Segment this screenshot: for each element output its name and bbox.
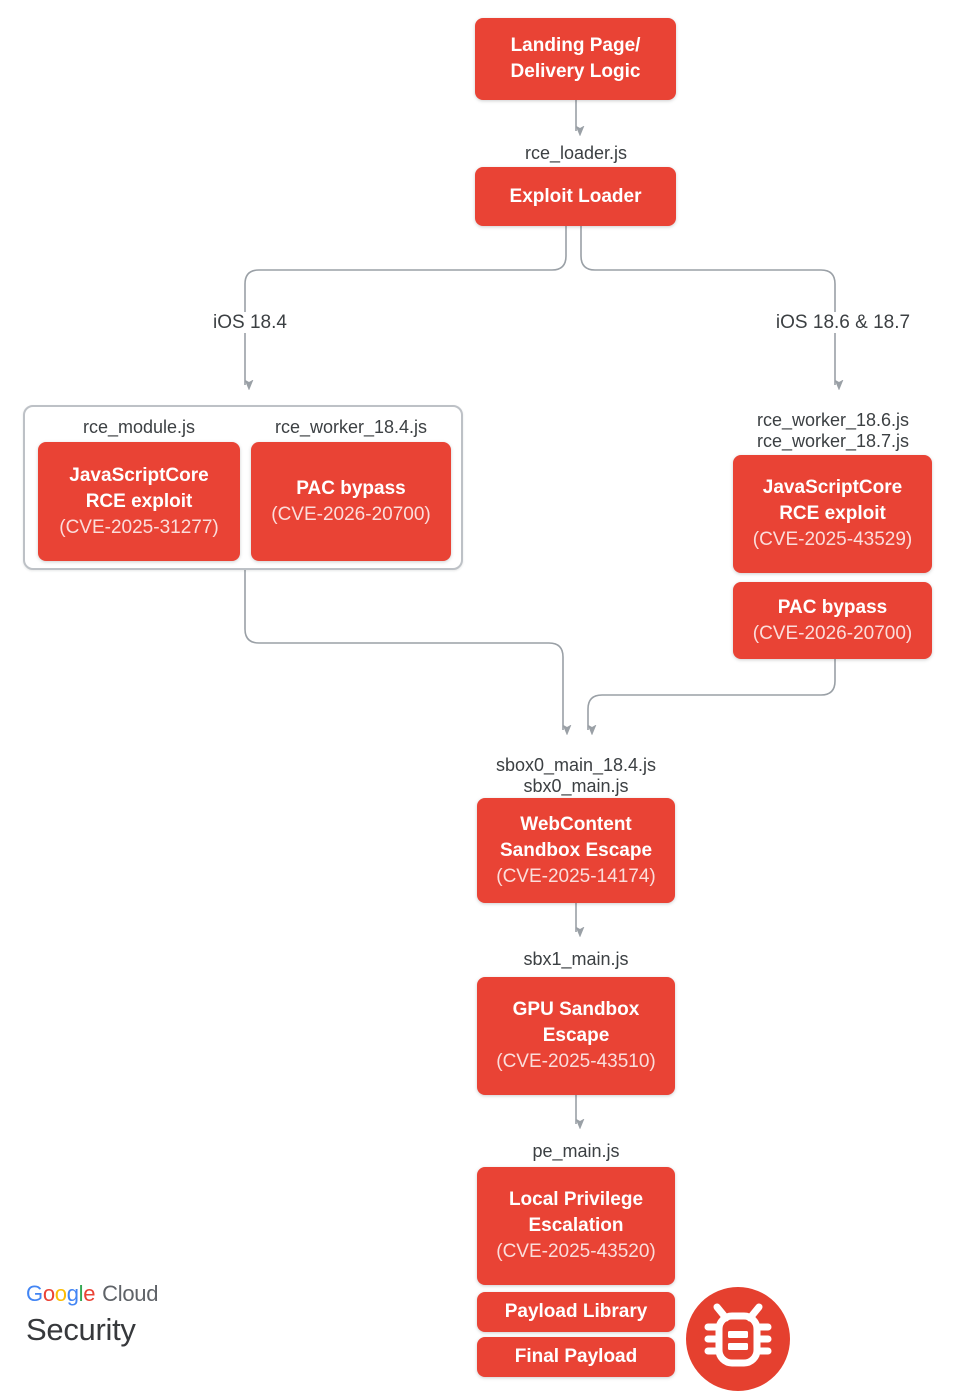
node-gpu-sandbox-escape: GPU Sandbox Escape (CVE-2025-43510)	[477, 977, 675, 1095]
node-title-line: Exploit Loader	[509, 185, 642, 207]
node-title-line: WebContent	[520, 813, 632, 835]
node-title-line: RCE exploit	[779, 503, 886, 524]
node-cve-line: (CVE-2026-20700)	[271, 503, 431, 525]
node-jsc-rce-exploit-18-6: JavaScriptCore RCE exploit (CVE-2025-435…	[733, 455, 932, 573]
node-exploit-loader: Exploit Loader	[475, 167, 676, 226]
file-label-rce-worker-18-6: rce_worker_18.6.js	[756, 410, 910, 430]
file-label-rce-loader: rce_loader.js	[524, 143, 628, 163]
node-cve-line: (CVE-2025-31277)	[59, 516, 219, 538]
file-label-pe-main: pe_main.js	[532, 1141, 620, 1161]
node-cve-line: (CVE-2026-20700)	[752, 622, 913, 644]
node-webcontent-sandbox-escape: WebContent Sandbox Escape (CVE-2025-1417…	[477, 798, 675, 903]
node-title-line: Local Privilege	[508, 1189, 644, 1210]
node-title-line: Escalation	[528, 1215, 624, 1236]
node-pac-bypass-18-4: PAC bypass (CVE-2026-20700)	[251, 442, 451, 561]
file-label-sbx0-main: sbx0_main.js	[523, 776, 629, 796]
node-title-line: PAC bypass	[777, 596, 888, 618]
node-pac-bypass-18-6: PAC bypass (CVE-2026-20700)	[733, 582, 932, 659]
node-title-line: PAC bypass	[296, 477, 406, 499]
arrow-group-to-sandbox	[244, 570, 563, 730]
node-local-privilege-escalation: Local Privilege Escalation (CVE-2025-435…	[477, 1167, 675, 1285]
node-title-line: JavaScriptCore	[762, 477, 903, 498]
arrow-loader-to-ios184	[244, 226, 567, 385]
google-logo-word: Google	[26, 1281, 96, 1306]
node-title-line: Payload Library	[504, 1301, 648, 1322]
node-payload-library: Payload Library	[477, 1292, 675, 1332]
file-label-rce-worker-18-4: rce_worker_18.4.js	[274, 417, 428, 437]
node-cve-line: (CVE-2025-43529)	[752, 529, 913, 550]
node-final-payload: Final Payload	[477, 1337, 675, 1377]
file-label-sbx1-main: sbx1_main.js	[523, 949, 629, 969]
file-label-rce-module: rce_module.js	[82, 417, 196, 437]
bug-icon	[686, 1287, 790, 1391]
branch-label-ios-18-4: iOS 18.4	[207, 312, 293, 333]
node-cve-line: (CVE-2025-14174)	[496, 865, 656, 887]
node-title-line: Final Payload	[514, 1346, 638, 1367]
node-title-line: JavaScriptCore	[69, 464, 209, 486]
node-title-line: Sandbox Escape	[499, 839, 653, 861]
node-landing-page: Landing Page/ Delivery Logic	[475, 18, 676, 100]
node-title-line: GPU Sandbox	[512, 999, 640, 1020]
node-cve-line: (CVE-2025-43520)	[496, 1241, 656, 1262]
node-title-line: Escape	[542, 1025, 610, 1046]
arrow-pac-to-sandbox	[587, 659, 836, 730]
branch-label-ios-18-6-7: iOS 18.6 & 18.7	[769, 312, 917, 333]
node-title-line: Landing Page/	[510, 35, 641, 56]
node-jsc-rce-exploit-18-4: JavaScriptCore RCE exploit (CVE-2025-312…	[38, 442, 240, 561]
node-title-line: Delivery Logic	[510, 61, 641, 82]
node-cve-line: (CVE-2025-43510)	[496, 1051, 656, 1072]
security-logo-word: Security	[26, 1312, 136, 1347]
file-label-sbox0-main-18-4: sbox0_main_18.4.js	[495, 755, 657, 775]
arrow-loader-to-ios186	[580, 226, 835, 385]
file-label-rce-worker-18-7: rce_worker_18.7.js	[756, 431, 910, 451]
node-title-line: RCE exploit	[85, 490, 193, 512]
cloud-logo-word: Cloud	[102, 1281, 159, 1306]
